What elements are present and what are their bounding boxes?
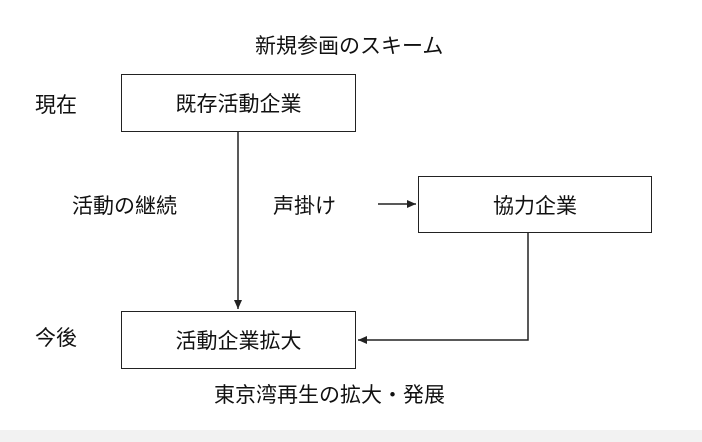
diagram-title: 新規参画のスキーム	[255, 34, 444, 58]
box-existing-companies: 既存活動企業	[121, 74, 356, 132]
label-current: 現在	[35, 93, 77, 117]
box-existing-companies-label: 既存活動企業	[175, 92, 302, 116]
label-invite: 声掛け	[273, 194, 336, 218]
box-partner-companies-label: 協力企業	[493, 193, 577, 218]
box-partner-companies: 協力企業	[418, 176, 652, 233]
label-continue-activity: 活動の継続	[72, 194, 177, 218]
label-future: 今後	[35, 326, 77, 350]
arrow-partner-to-expanded	[358, 233, 529, 344]
box-expanded-companies: 活動企業拡大	[121, 311, 356, 369]
diagram-footer: 東京湾再生の拡大・発展	[214, 383, 445, 407]
bottom-band	[0, 430, 702, 442]
box-expanded-companies-label: 活動企業拡大	[175, 329, 302, 353]
